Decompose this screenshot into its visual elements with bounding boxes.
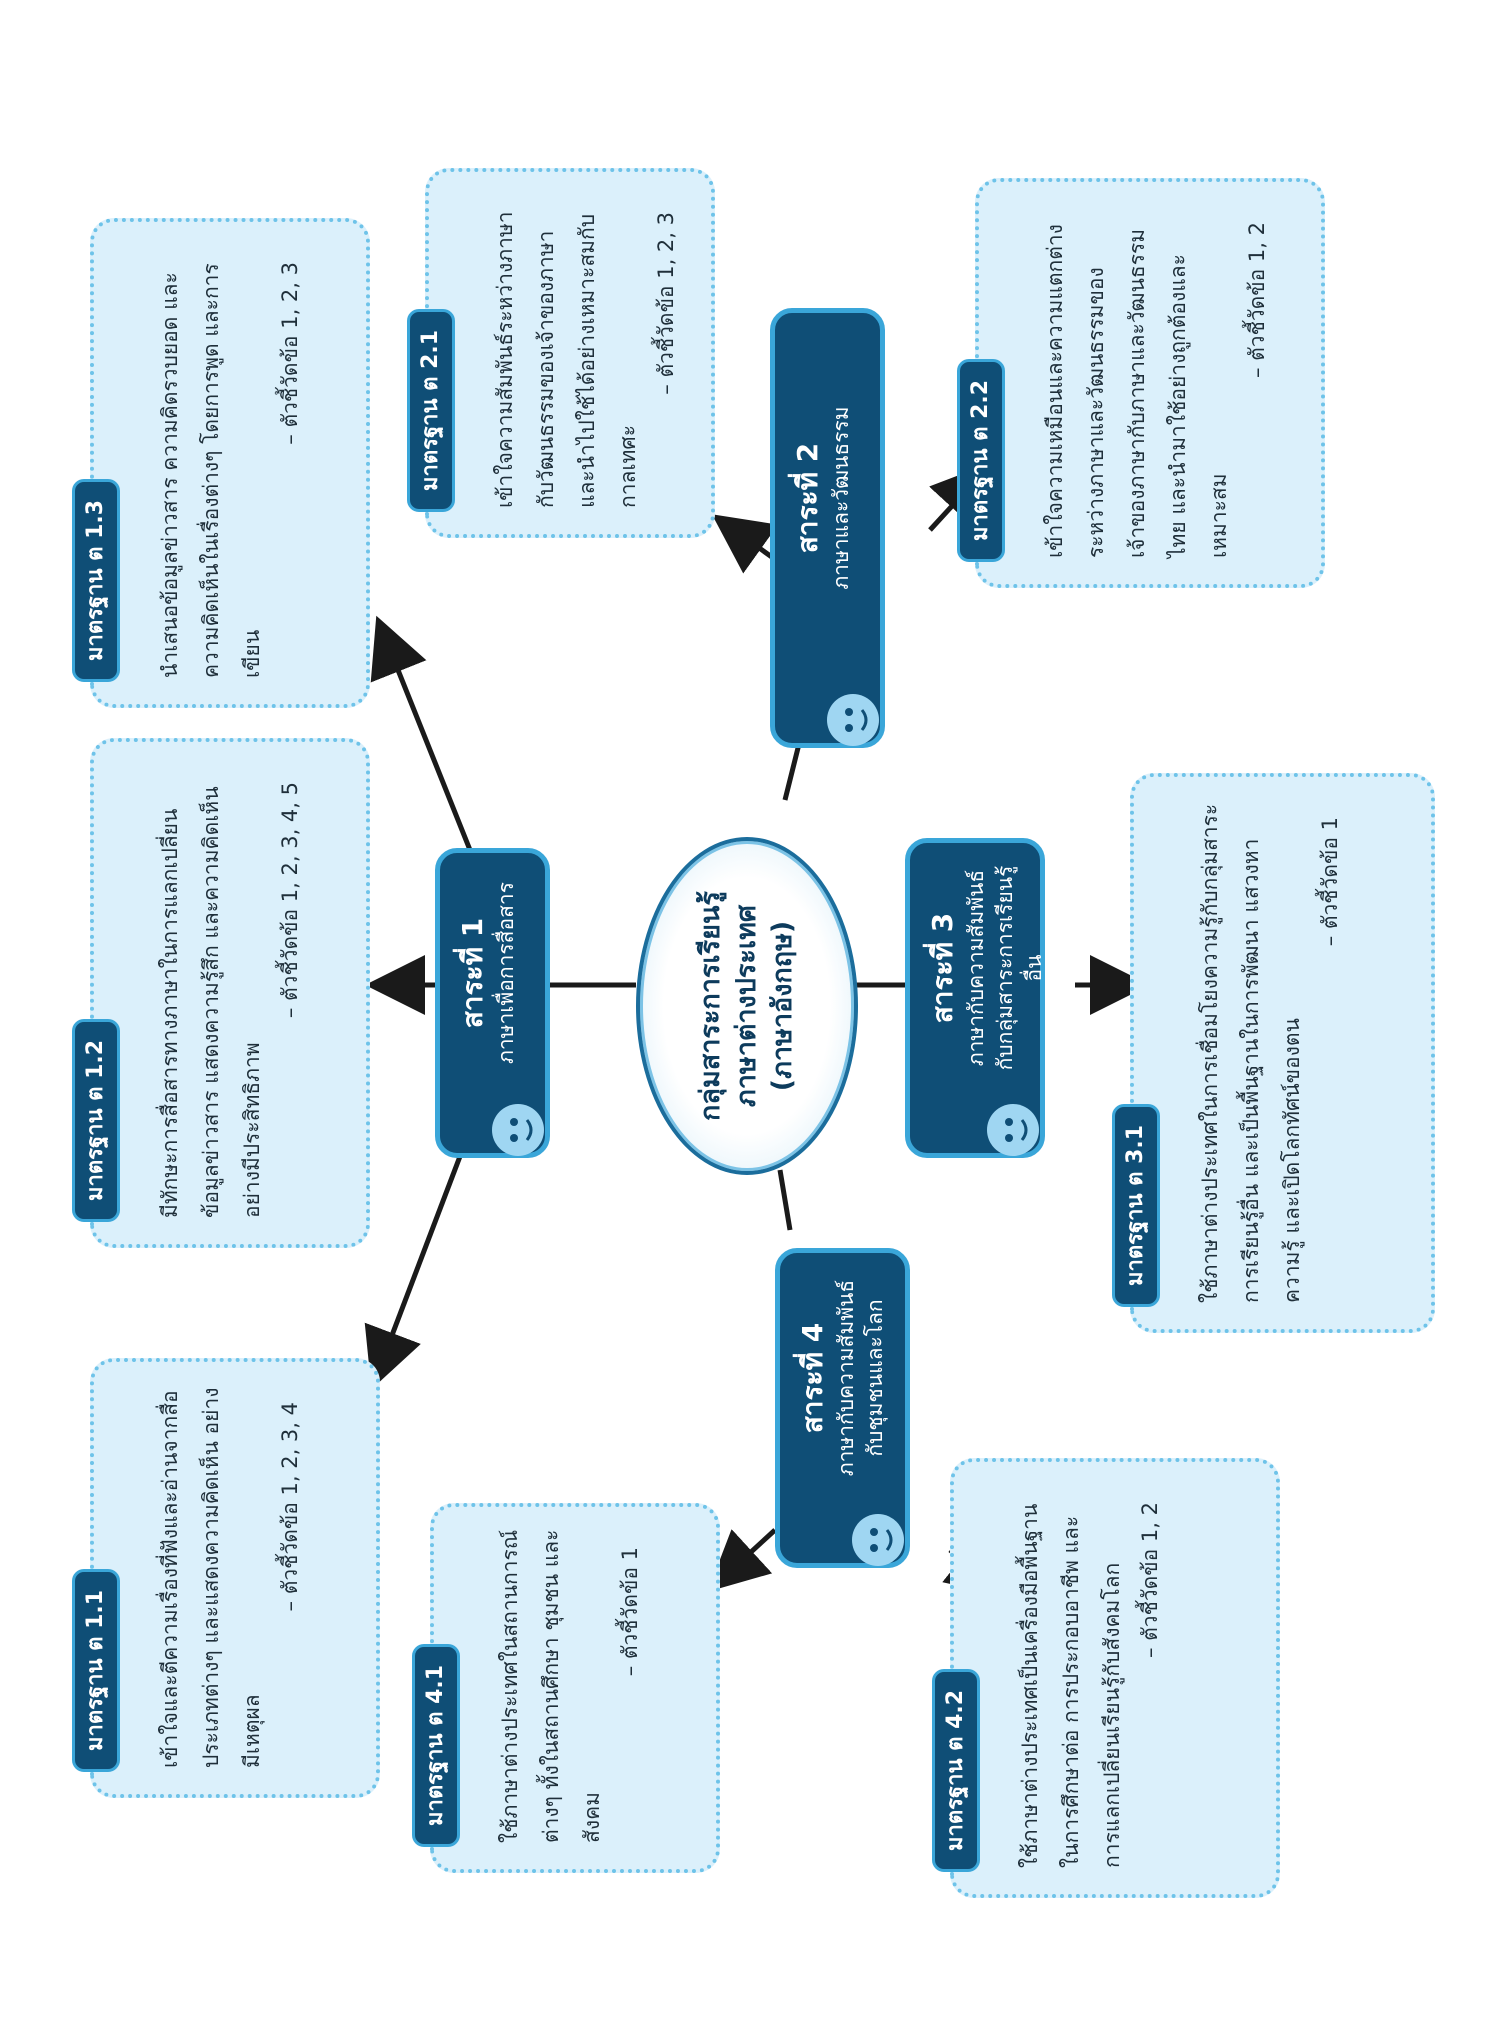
standard-text: นำเสนอข้อมูลข่าวสาร ความคิดรวบยอด และควา… [158,263,264,678]
center-line-3: (ภาษาอังกฤษ) [767,920,798,1092]
strand-4-box: สาระที่ 4 ภาษากับความสัมพันธ์กับชุมชนและ… [775,1248,910,1568]
standard-tag: มาตรฐาน ต 3.1 [1112,1103,1160,1307]
standard-text: ใช้ภาษาต่างประเทศเป็นเครื่องมือพื้นฐานใน… [1018,1503,1124,1868]
standard-2-1: มาตรฐาน ต 2.1 เข้าใจความสัมพันธ์ระหว่างภ… [407,168,715,538]
standard-tag: มาตรฐาน ต 1.1 [72,1568,120,1772]
standard-1-2: มาตรฐาน ต 1.2 มีทักษะการสื่อสารทางภาษาใน… [72,738,370,1248]
standard-4-2: มาตรฐาน ต 4.2 ใช้ภาษาต่างประเทศเป็นเครื่… [932,1458,1280,1898]
mascot-icon [492,1104,544,1156]
connector-center-strand4 [777,1169,793,1231]
standard-indicators: – ตัวชี้วัดข้อ 1, 2, 3, 4, 5 [278,782,302,1019]
strand-1-box: สาระที่ 1 ภาษาเพื่อการสื่อสาร [435,848,550,1158]
strand-2-subtitle: ภาษาและวัฒนธรรม [829,406,853,590]
standard-indicators: – ตัวชี้วัดข้อ 1, 2, 3 [654,212,678,395]
strand-1-title: สาระที่ 1 [456,917,489,1029]
strand-1-subtitle: ภาษาเพื่อการสื่อสาร [494,882,518,1065]
mascot-icon [852,1514,904,1566]
mascot-icon [987,1104,1039,1156]
standard-3-1: มาตรฐาน ต 3.1 ใช้ภาษาต่างประเทศในการเชื่… [1112,773,1435,1333]
arrow-s4-std41 [707,1528,777,1592]
center-line-2: ภาษาต่างประเทศ [731,904,762,1108]
strand-2-title: สาระที่ 2 [791,442,824,554]
standard-text: มีทักษะการสื่อสารทางภาษาในการแลกเปลี่ยนข… [158,786,264,1218]
strand-3-title: สาระที่ 3 [926,912,959,1024]
standard-text: เข้าใจความสัมพันธ์ระหว่างภาษากับวัฒนธรรม… [493,211,640,508]
standard-indicators: – ตัวชี้วัดข้อ 1, 2 [1245,222,1269,379]
arrow-s1-std13 [370,615,473,851]
standard-indicators: – ตัวชี้วัดข้อ 1, 2 [1138,1502,1162,1659]
standard-4-1: มาตรฐาน ต 4.1 ใช้ภาษาต่างประเทศในสถานการ… [412,1503,720,1873]
connector-center-strand2 [782,739,803,801]
strand-2-box: สาระที่ 2 ภาษาและวัฒนธรรม [770,308,885,748]
strand-4-title: สาระที่ 4 [796,1322,829,1434]
standard-text: ใช้ภาษาต่างประเทศในสถานการณ์ต่างๆ ทั้งใน… [498,1529,604,1843]
standard-tag: มาตรฐาน ต 2.1 [407,308,455,512]
strand-4-subtitle: ภาษากับความสัมพันธ์กับชุมชนและโลก [834,1279,887,1477]
standard-indicators: – ตัวชี้วัดข้อ 1, 2, 3 [278,262,302,445]
mascot-icon [827,694,879,746]
center-topic: กลุ่มสาระการเรียนรู้ ภาษาต่างประเทศ (ภาษ… [636,837,858,1175]
arrow-s1-std11 [364,1129,473,1390]
standard-tag: มาตรฐาน ต 4.2 [932,1668,980,1872]
standard-indicators: – ตัวชี้วัดข้อ 1, 2, 3, 4 [278,1402,302,1612]
standard-tag: มาตรฐาน ต 1.3 [72,478,120,682]
standard-text: ใช้ภาษาต่างประเทศในการเชื่อมโยงความรู้กั… [1198,803,1304,1303]
strand-3-box: สาระที่ 3 ภาษากับความสัมพันธ์กับกลุ่มสาร… [905,838,1046,1158]
standard-tag: มาตรฐาน ต 4.1 [412,1643,460,1847]
standard-tag: มาตรฐาน ต 1.2 [72,1018,120,1222]
standard-text: เข้าใจและตีความเรื่องที่ฟังและอ่านจากสื่… [158,1387,264,1769]
standard-tag: มาตรฐาน ต 2.2 [957,358,1005,562]
standard-indicators: – ตัวชี้วัดข้อ 1 [1318,817,1342,947]
standard-1-3: มาตรฐาน ต 1.3 นำเสนอข้อมูลข่าวสาร ความคิ… [72,218,370,708]
standard-text: เข้าใจความเหมือนและความแตกต่างระหว่างภาษ… [1043,224,1231,558]
standard-indicators: – ตัวชี้วัดข้อ 1 [618,1547,642,1677]
standard-2-2: มาตรฐาน ต 2.2 เข้าใจความเหมือนและความแตก… [957,178,1325,588]
standard-1-1: มาตรฐาน ต 1.1 เข้าใจและตีความเรื่องที่ฟั… [72,1358,380,1798]
center-line-1: กลุ่มสาระการเรียนรู้ [695,891,726,1121]
strand-3-subtitle: ภาษากับความสัมพันธ์กับกลุ่มสาระการเรียนร… [964,865,1046,1071]
